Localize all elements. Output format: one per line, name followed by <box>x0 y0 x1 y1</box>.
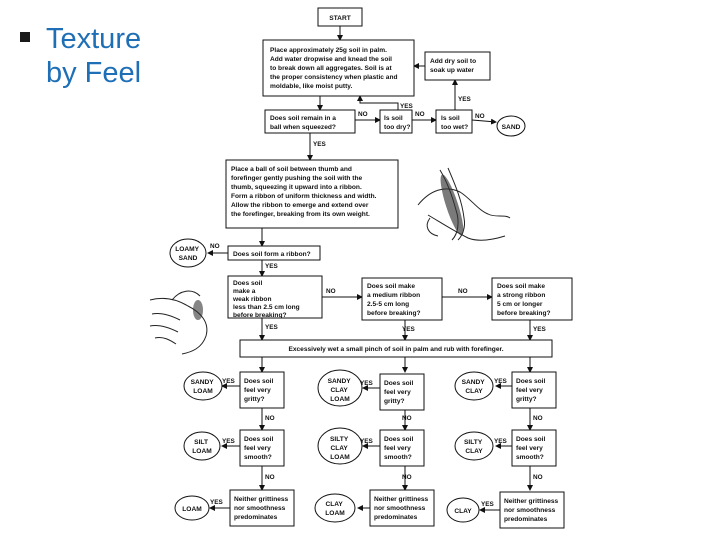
label-no-7: NO <box>265 415 275 422</box>
sand-label: SAND <box>502 124 521 131</box>
label-yes-7: YES <box>533 326 547 333</box>
label-no-5: NO <box>326 288 336 295</box>
q-form-ribbon-text: Does soil form a ribbon? <box>233 251 311 258</box>
label-no-1: NO <box>358 111 368 118</box>
sandy-clay-loam-result <box>317 369 363 407</box>
q-smooth-3-text: Does soil feel very smooth? <box>516 436 547 461</box>
silty-clay-loam-label: SILTY CLAY LOAM <box>330 436 350 461</box>
q-too-wet-text: Is soil too wet? <box>441 115 468 131</box>
q-smooth-2-text: Does soil feel very smooth? <box>384 436 415 461</box>
label-yes-12: YES <box>360 438 374 445</box>
label-no-12: NO <box>533 474 543 481</box>
q-medium-ribbon-box <box>361 277 443 321</box>
sandy-loam-label: SANDY LOAM <box>191 379 216 395</box>
q-neither-1-box <box>229 489 295 527</box>
step2-box <box>225 159 399 229</box>
q-too-dry-text: Is soil too dry? <box>384 115 410 131</box>
connectors <box>207 26 533 513</box>
bullet-square-icon <box>20 32 30 42</box>
q-remain-ball-box <box>264 109 356 134</box>
q-form-ribbon-box <box>227 245 321 261</box>
q-smooth-3-box <box>511 429 557 467</box>
title-line-2: by Feel <box>46 57 142 89</box>
wet-pinch-text: Excessively wet a small pinch of soil in… <box>288 346 503 353</box>
label-yes-15: YES <box>481 501 495 508</box>
add-dry-soil-text: Add dry soil to soak up water <box>430 58 478 74</box>
q-neither-2-box <box>369 489 435 527</box>
sandy-clay-result <box>454 371 494 401</box>
silt-loam-label: SILT LOAM <box>192 439 212 455</box>
q-gritty-3-text: Does soil feel very gritty? <box>516 378 547 403</box>
q-gritty-1-box <box>239 371 285 409</box>
q-too-dry-box <box>379 109 413 134</box>
label-no-2: NO <box>415 111 425 118</box>
q-neither-1-text: Neither grittiness nor smoothness predom… <box>234 496 290 521</box>
step1-text: Place approximately 25g soil in palm. Ad… <box>270 47 399 90</box>
q-smooth-2-box <box>379 429 425 467</box>
start-box <box>317 7 363 27</box>
q-smooth-1-text: Does soil feel very smooth? <box>244 436 275 461</box>
step1-box <box>262 39 415 97</box>
label-yes-1: YES <box>400 103 414 110</box>
label-no-11: NO <box>402 474 412 481</box>
label-no-3: NO <box>475 113 485 120</box>
silty-clay-result <box>454 431 494 461</box>
clay-label: CLAY <box>454 508 472 515</box>
loamy-sand-label: LOAMY SAND <box>175 246 201 262</box>
step2-text: Place a ball of soil between thumb and f… <box>231 166 378 218</box>
loamy-sand-result <box>169 238 207 268</box>
sand-result <box>496 115 526 137</box>
q-gritty-2-box <box>379 373 425 411</box>
silt-loam-result <box>183 431 221 461</box>
label-yes-2: YES <box>458 96 472 103</box>
hand-ribbon-sketch-icon <box>417 167 511 241</box>
silty-clay-label: SILTY CLAY <box>464 439 484 455</box>
q-gritty-3-box <box>511 371 557 409</box>
q-remain-ball-text: Does soil remain in a ball when squeezed… <box>270 115 338 131</box>
q-medium-ribbon-text: Does soil make a medium ribbon 2.5-5 cm … <box>367 283 422 317</box>
q-strong-ribbon-box <box>491 277 573 321</box>
label-no-6: NO <box>458 288 468 295</box>
q-strong-ribbon-text: Does soil make a strong ribbon 5 cm or l… <box>497 283 551 317</box>
q-weak-ribbon-text: Does soil make a weak ribbon less than 2… <box>232 280 302 319</box>
label-yes-6: YES <box>402 326 416 333</box>
label-yes-3: YES <box>313 141 327 148</box>
q-gritty-1-text: Does soil feel very gritty? <box>244 378 275 403</box>
q-too-wet-box <box>435 109 473 134</box>
label-yes-9: YES <box>360 380 374 387</box>
clay-loam-result <box>314 493 356 523</box>
loam-result <box>174 495 210 521</box>
add-dry-soil-box <box>424 51 491 81</box>
q-neither-3-text: Neither grittiness nor smoothness predom… <box>504 498 560 523</box>
pinching-hand-sketch-icon <box>149 290 208 355</box>
sandy-loam-result <box>183 371 223 401</box>
label-no-10: NO <box>265 474 275 481</box>
start-label: START <box>329 15 351 22</box>
label-yes-4: YES <box>265 263 279 270</box>
sandy-clay-loam-label: SANDY CLAY LOAM <box>328 378 353 403</box>
silty-clay-loam-result <box>317 427 363 465</box>
clay-loam-label: CLAY LOAM <box>325 501 345 517</box>
label-yes-10: YES <box>494 378 508 385</box>
label-yes-11: YES <box>222 438 236 445</box>
clay-result <box>446 497 480 523</box>
label-yes-5: YES <box>265 324 279 331</box>
label-yes-13: YES <box>494 438 508 445</box>
sandy-clay-label: SANDY CLAY <box>462 379 487 395</box>
label-no-9: NO <box>533 415 543 422</box>
title-text: Texture by Feel <box>46 22 141 90</box>
wet-pinch-box <box>239 339 553 358</box>
label-yes-14: YES <box>210 499 224 506</box>
q-neither-3-box <box>499 491 565 529</box>
q-gritty-2-text: Does soil feel very gritty? <box>384 380 415 405</box>
loam-label: LOAM <box>182 506 202 513</box>
title-line-1: Texture <box>46 23 142 55</box>
label-no-4: NO <box>210 243 220 250</box>
q-neither-2-text: Neither grittiness nor smoothness predom… <box>374 496 430 521</box>
q-weak-ribbon-box <box>227 275 323 319</box>
label-no-8: NO <box>402 415 412 422</box>
label-yes-8: YES <box>222 378 236 385</box>
q-smooth-1-box <box>239 429 285 467</box>
